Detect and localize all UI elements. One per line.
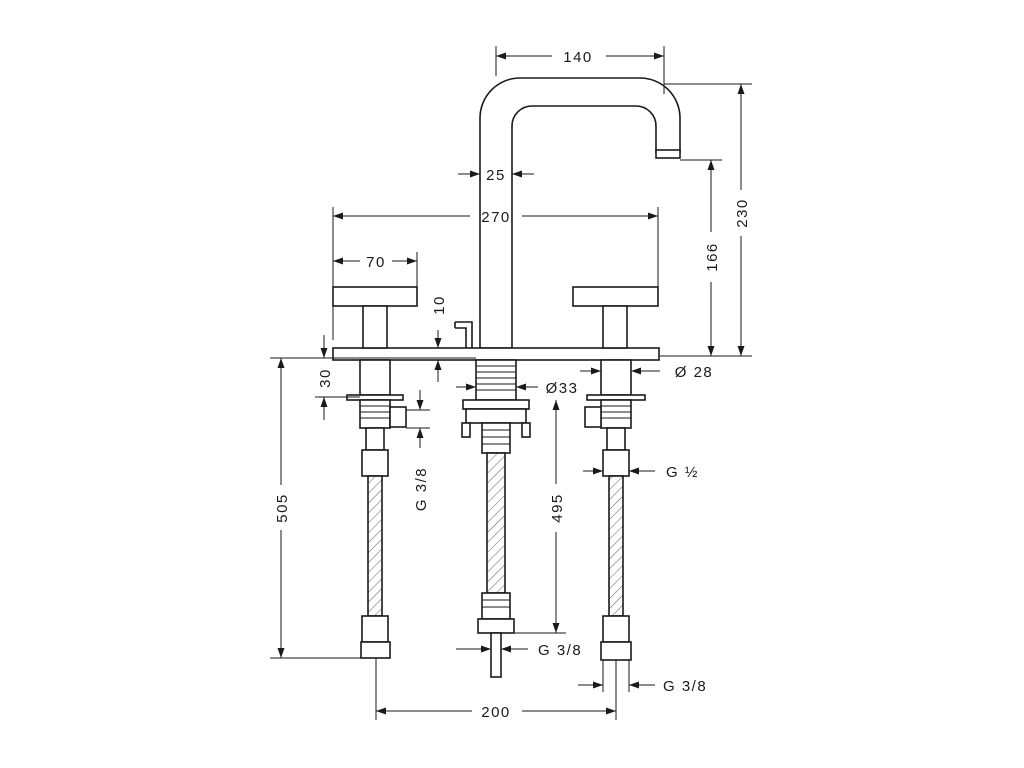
- dim-label-505: 505: [274, 493, 291, 523]
- dim-label-g38-center: G 3/8: [538, 642, 582, 659]
- dim-hose-spacing: 200: [375, 658, 617, 721]
- dim-hose-length-side: 505: [270, 358, 361, 659]
- dim-label-10: 10: [431, 295, 448, 315]
- dim-label-270: 270: [481, 209, 511, 226]
- dim-hose-length-center: 495: [514, 400, 566, 634]
- dim-spout-reach: 140: [495, 46, 665, 94]
- dim-body-diameter-center: Ø33: [456, 380, 579, 397]
- dim-spout-diameter: 25: [458, 167, 534, 184]
- dim-connection-right-bottom: G 3/8: [578, 660, 707, 695]
- dim-label-25: 25: [486, 167, 506, 184]
- dim-label-230: 230: [734, 198, 751, 228]
- handle-stem-right: [602, 305, 628, 349]
- dim-handle-width: 70: [333, 252, 418, 287]
- handle-right: [572, 286, 659, 349]
- cross-handle-left: [332, 286, 418, 307]
- dim-handle-span: 270: [332, 207, 659, 340]
- dim-label-495: 495: [549, 493, 566, 523]
- valve-right: [584, 359, 646, 661]
- dim-connection-left: G 3/8: [406, 390, 430, 511]
- cross-handle-right: [572, 286, 659, 307]
- dim-label-g38-right: G 3/8: [663, 678, 707, 695]
- aerator: [655, 149, 681, 159]
- center-connection: [461, 359, 531, 678]
- dim-label-140: 140: [563, 49, 593, 66]
- dim-label-g12: G ½: [666, 464, 699, 481]
- dim-body-diameter-side: Ø 28: [580, 364, 714, 381]
- handle-stem-left: [362, 305, 388, 349]
- dim-connection-center-bottom: G 3/8: [456, 642, 582, 659]
- handle-left: [332, 286, 418, 349]
- dim-shank-length: 30: [315, 335, 360, 420]
- dim-label-200: 200: [481, 704, 511, 721]
- dim-label-g38-left: G 3/8: [413, 467, 430, 511]
- dim-label-70: 70: [366, 254, 386, 271]
- dim-total-height: 230: [660, 83, 752, 357]
- dim-label-30: 30: [317, 368, 334, 388]
- dim-label-166: 166: [704, 242, 721, 272]
- dim-label-d33: Ø33: [546, 380, 579, 397]
- spout: [479, 77, 681, 349]
- dim-spout-height: 166: [680, 159, 722, 356]
- lift-rod: [454, 321, 473, 348]
- dim-label-d28: Ø 28: [675, 364, 714, 381]
- dim-plate-thickness: 10: [431, 295, 448, 382]
- dim-connection-right-top: G ½: [583, 464, 699, 481]
- valve-left: [346, 359, 407, 659]
